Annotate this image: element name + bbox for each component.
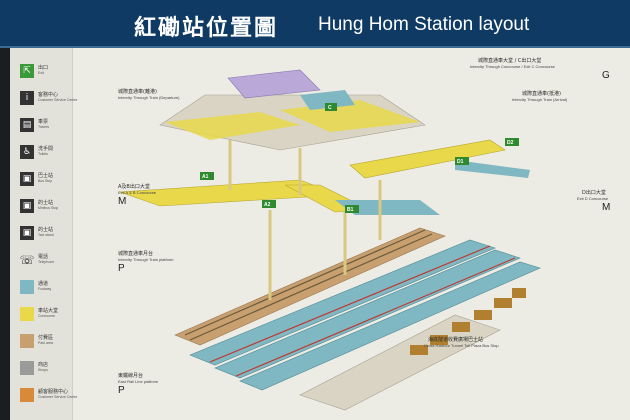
legend-label-en: Shops — [38, 368, 48, 372]
legend-label-en: Concourse — [38, 314, 55, 318]
legend-label-en: Toilets — [38, 152, 48, 156]
level-p-marker-lower: P — [118, 385, 125, 396]
departure-label: 城際直通車(離港) — [118, 89, 157, 95]
shops-swatch — [20, 361, 34, 375]
east-rail-platform-label-en: East Rail Line platform — [118, 379, 159, 384]
level-m-concourse — [119, 139, 530, 215]
level-g-concourse — [159, 69, 426, 151]
exit-d2-label: D2 — [507, 140, 514, 146]
exit-a2-marker — [262, 200, 276, 208]
ticket-icon: ▤ — [20, 118, 34, 132]
escalators — [228, 140, 382, 300]
legend-label-en: Footway — [38, 287, 52, 291]
toll-plaza-bus-stop-label: 海底隧道收費廣場巴士站 — [428, 337, 484, 343]
level-p-marker-upper: P — [118, 263, 125, 274]
legend-label-en: Telephone — [38, 260, 55, 264]
east-rail-platform — [189, 239, 541, 391]
exit-d1-label: D1 — [457, 159, 464, 165]
intercity-concourse-label: 城際直通車大堂 / C出口大堂 — [478, 58, 542, 64]
legend-label-en: Paid area — [38, 341, 53, 345]
exit-c-marker — [325, 103, 337, 111]
level-g-marker: G — [602, 70, 610, 81]
toilet-icon: ♿ — [20, 145, 34, 159]
legend-label: 電話 — [38, 254, 49, 260]
minibus-icon: ▣ — [20, 199, 34, 213]
legend-label: 的士站 — [38, 200, 54, 206]
paid-area-swatch — [20, 334, 34, 348]
title-divider — [0, 46, 630, 48]
exit-d1-marker — [455, 157, 469, 165]
legend-label: 通道 — [38, 281, 49, 287]
exit-a1-label: A1 — [202, 174, 209, 180]
legend-label-en: Tickets — [38, 125, 49, 129]
exit-a2-label: A2 — [264, 202, 271, 208]
legend-label: 洗手間 — [38, 146, 54, 152]
exit-markers: C D1 D2 A1 A2 B1 — [200, 103, 519, 213]
exit-b1-marker — [345, 205, 359, 213]
customer-service-icon: i — [20, 91, 34, 105]
exit-b1-label: B1 — [347, 207, 354, 213]
level-m-marker-left: M — [118, 196, 127, 207]
legend-label-en: Bus Stop — [38, 179, 53, 183]
legend-label: 付費區 — [38, 335, 54, 341]
taxi-icon: ▣ — [20, 226, 34, 240]
telephone-icon: ☏ — [19, 253, 35, 267]
arrival-label: 城際直通車(抵港) — [522, 91, 561, 97]
page-title-chinese: 紅磡站位置圖 — [134, 16, 279, 41]
legend-label-en: Minibus Stop — [38, 206, 59, 210]
intercity-concourse-label-en: Intercity Through Concourse / Exit C Con… — [470, 64, 555, 69]
legend-label: 車站大堂 — [38, 308, 59, 314]
legend-label: 的士站 — [38, 227, 54, 233]
level-m-marker-right: M — [602, 202, 611, 213]
intercity-platform — [174, 227, 446, 346]
title-bar: 紅磡站位置圖 Hung Hom Station layout — [0, 0, 630, 46]
footway-swatch — [20, 280, 34, 294]
page-title: Hung Hom Station layout — [318, 14, 530, 35]
exit-icon: ⇱ — [20, 64, 34, 78]
exit-ab-concourse-label: A及B出口大堂 — [118, 184, 150, 190]
exit-d-concourse-label-en: Exit D Concourse — [577, 196, 609, 201]
legend-label-en: Taxi stand — [38, 233, 54, 237]
intercity-platform-label: 城際直通車月台 — [118, 251, 154, 257]
legend-label: 出口 — [38, 65, 49, 71]
exit-d-concourse-label: D出口大堂 — [582, 190, 606, 196]
legend-label-en: Customer Service Centre — [38, 98, 78, 102]
east-rail-platform-label: 東鐵線月台 — [118, 373, 144, 379]
service-centre-swatch — [20, 388, 34, 402]
legend-label: 車票 — [38, 119, 49, 125]
legend-label: 商店 — [38, 362, 49, 368]
departure-label-en: Intercity Through Train (Departure) — [118, 95, 180, 100]
legend-label: 巴士站 — [38, 173, 54, 179]
exit-c-label: C — [328, 105, 332, 111]
toll-plaza-bus-stop-label-en: Cross Harbour Tunnel Toll Plaza Bus Stop — [424, 343, 499, 348]
exit-d2-marker — [505, 138, 519, 146]
concourse-swatch — [20, 307, 34, 321]
intercity-platform-label-en: Intercity Through Train platform — [118, 257, 174, 262]
arrival-label-en: Intercity Through Train (Arrival) — [512, 97, 568, 102]
bus-stop-area — [299, 288, 526, 411]
legend-label-en: Customer Service Centre — [38, 395, 78, 399]
exit-ab-concourse-label-en: Exit A & B Concourse — [118, 190, 157, 195]
legend-label: 客務中心 — [38, 92, 59, 98]
bus-icon: ▣ — [20, 172, 34, 186]
legend-label: 顧客服務中心 — [38, 389, 69, 395]
exit-a1-marker — [200, 172, 214, 180]
legend-label-en: Exit — [38, 71, 44, 75]
